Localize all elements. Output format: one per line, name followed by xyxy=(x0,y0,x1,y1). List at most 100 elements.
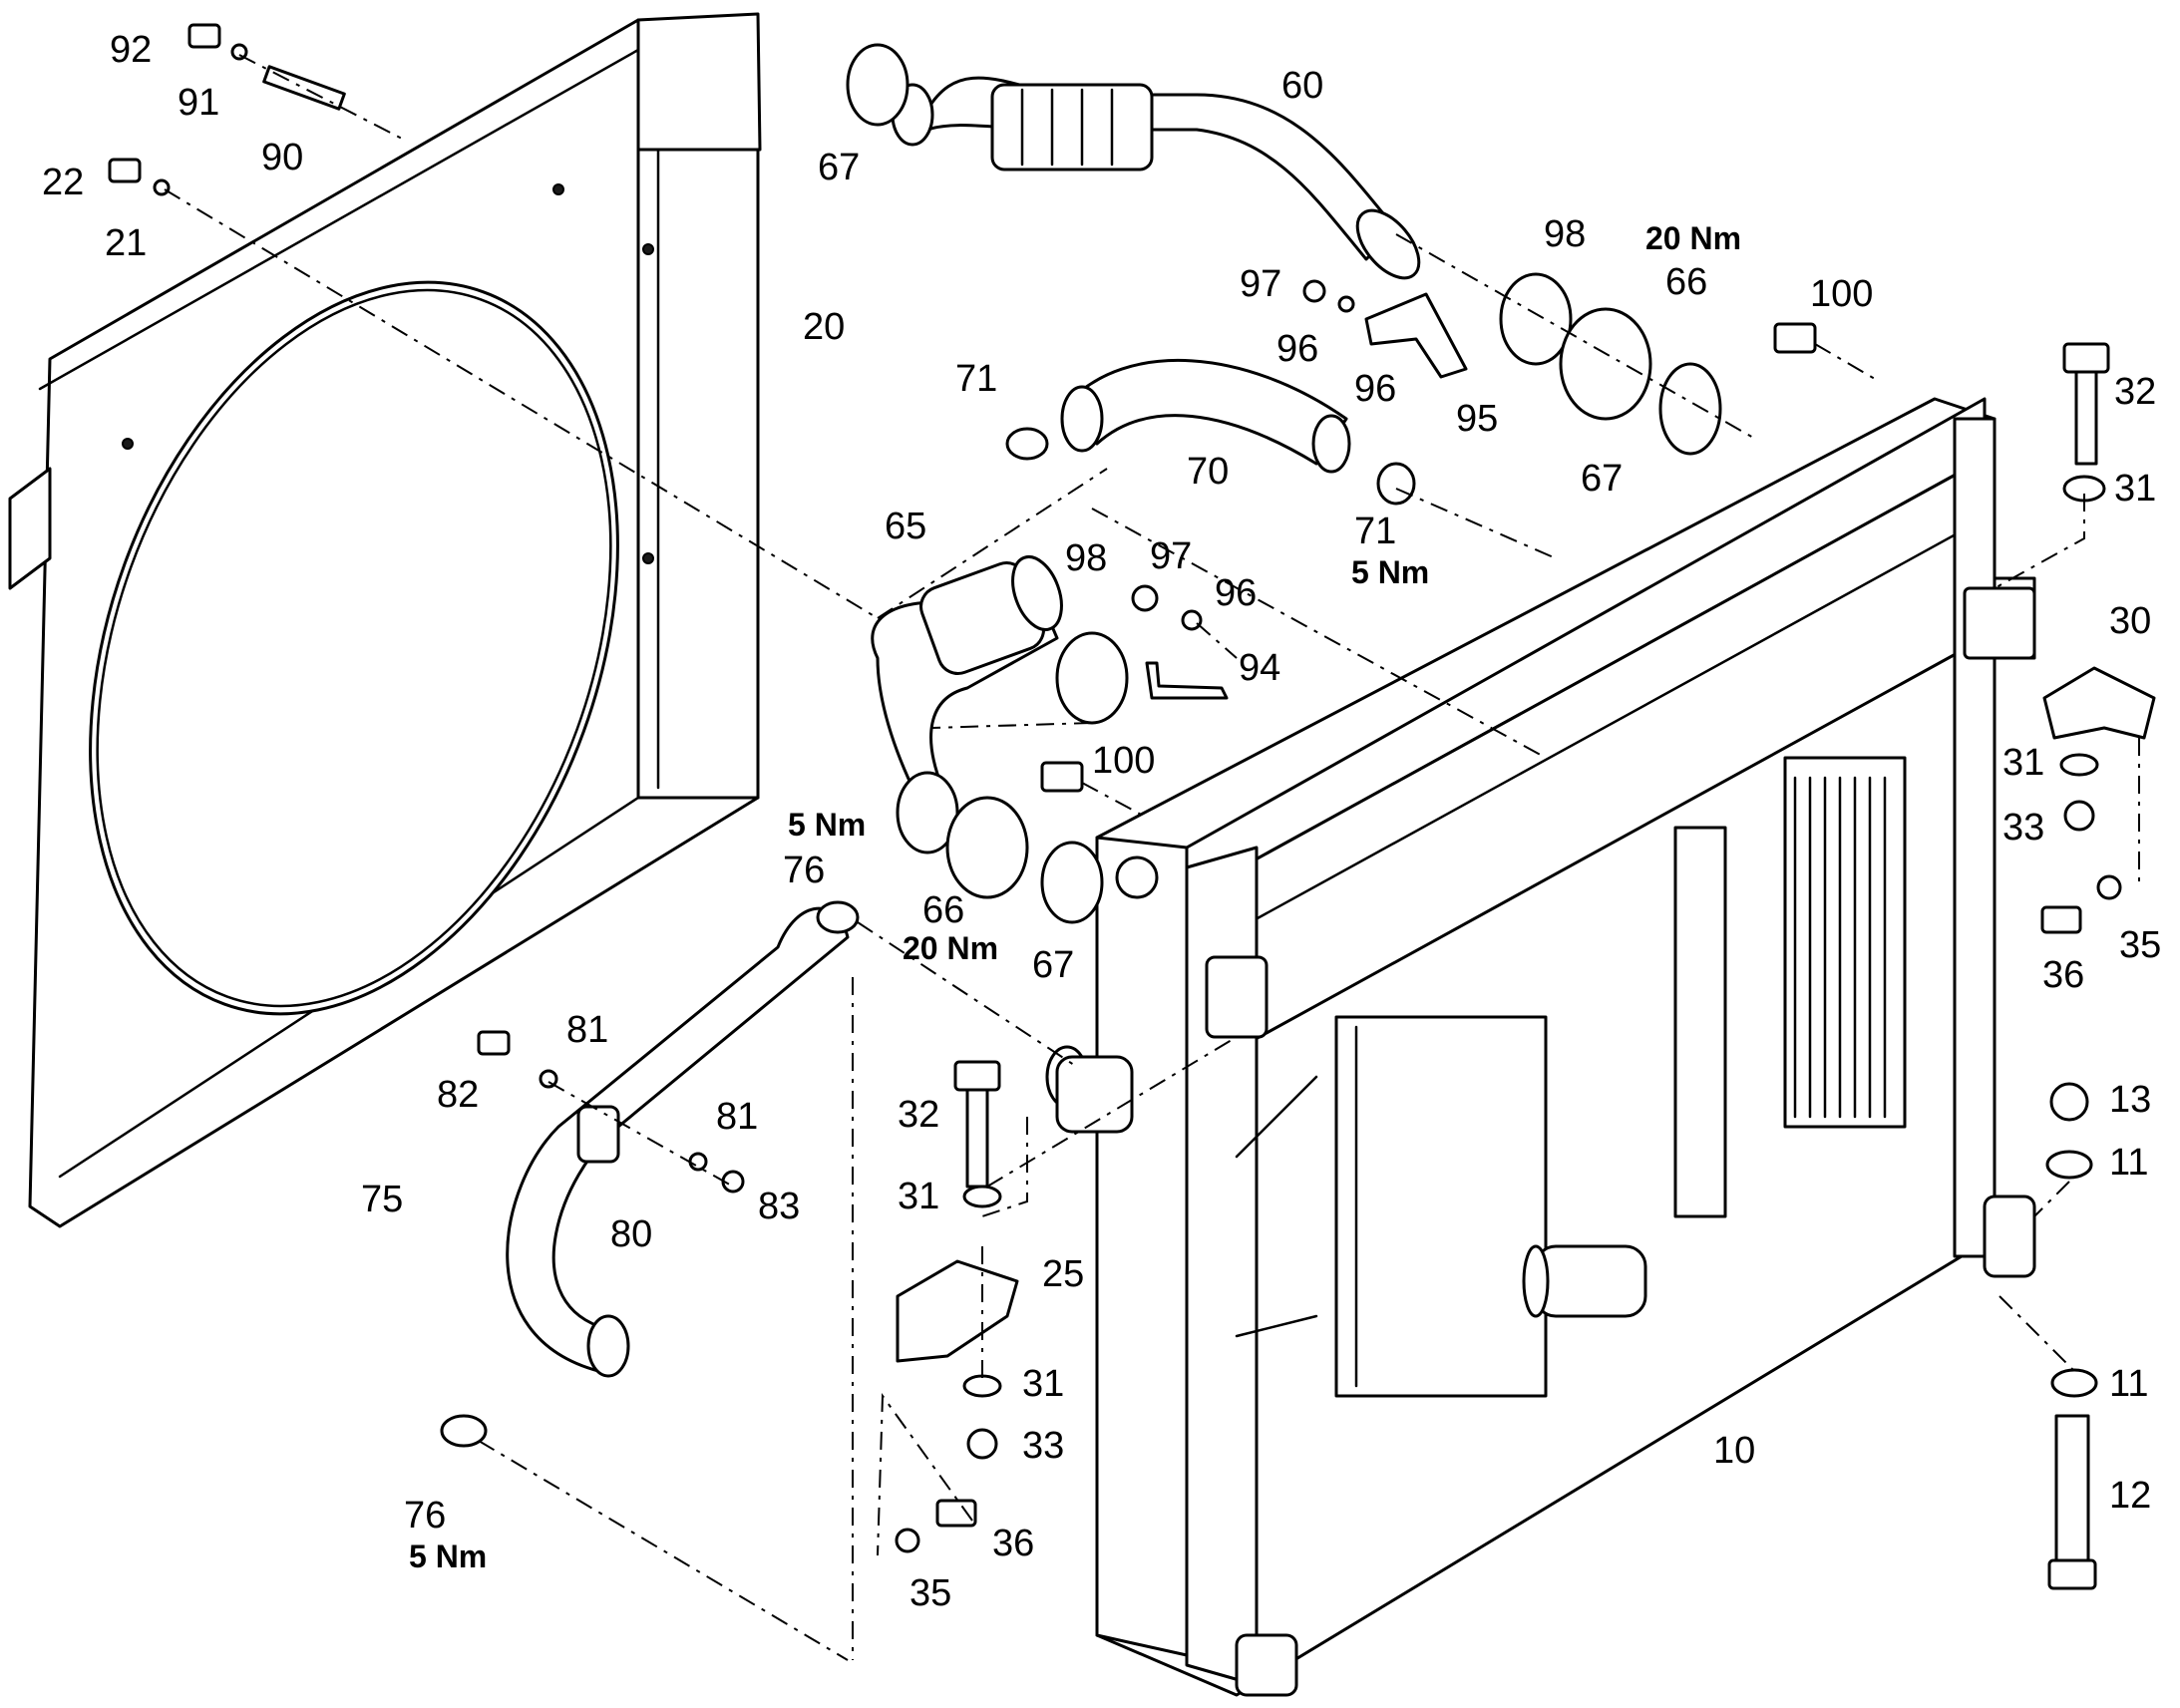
callout-31-lower: 31 xyxy=(1022,1363,1064,1405)
callout-31-right-lower: 31 xyxy=(2002,742,2044,784)
bolt-36-left xyxy=(935,1499,977,1528)
washer-35-left xyxy=(895,1528,920,1553)
clamp-66-top xyxy=(1559,307,1652,421)
callout-22: 22 xyxy=(42,162,84,203)
bolt-32-left xyxy=(965,1075,989,1189)
torque-20nm-top: 20 Nm xyxy=(1645,220,1741,256)
oil-cooler-fins xyxy=(1793,776,1887,1119)
clamp-66-mid xyxy=(945,796,1029,899)
callout-92: 92 xyxy=(110,29,152,71)
bracket-30 xyxy=(2042,666,2156,740)
sensor-100-top xyxy=(1773,322,1817,354)
callout-96-top-right: 96 xyxy=(1354,368,1396,410)
callout-33-left: 33 xyxy=(1022,1425,1064,1467)
torque-5nm-76: 5 Nm xyxy=(788,807,866,843)
callout-67-mid: 67 xyxy=(1032,944,1074,986)
callout-25: 25 xyxy=(1042,1253,1084,1295)
callout-36-left: 36 xyxy=(992,1523,1034,1564)
callout-98-top: 98 xyxy=(1544,213,1586,255)
washer-31-lower xyxy=(962,1374,1002,1398)
callout-65: 65 xyxy=(885,506,926,547)
nut-33-right xyxy=(2063,800,2095,832)
callout-97-mid: 97 xyxy=(1150,535,1192,577)
clamp-98-top xyxy=(1499,272,1573,366)
callout-67-right: 67 xyxy=(1581,458,1623,500)
bracket-95 xyxy=(1364,292,1468,379)
callout-31-right: 31 xyxy=(2114,468,2156,510)
callout-91: 91 xyxy=(178,82,219,124)
callout-81-bottom: 81 xyxy=(716,1096,758,1138)
o-ring-67-right xyxy=(1658,362,1722,456)
callout-70: 70 xyxy=(1187,451,1229,493)
nut-13 xyxy=(2049,1082,2089,1122)
fan-shroud xyxy=(8,12,762,1228)
callout-67-top: 67 xyxy=(818,147,860,188)
washer-96-top xyxy=(1337,295,1355,313)
callout-60: 60 xyxy=(1281,65,1323,107)
torque-5nm-71: 5 Nm xyxy=(1351,554,1429,590)
callout-71-right: 71 xyxy=(1354,511,1396,552)
callout-100-mid: 100 xyxy=(1092,740,1155,782)
o-ring-67-mid xyxy=(1040,841,1104,924)
sensor-100-mid xyxy=(1040,761,1084,793)
torque-5nm-bottom: 5 Nm xyxy=(409,1538,487,1574)
fasteners xyxy=(108,23,2156,1590)
bolt-36-right xyxy=(2040,905,2082,934)
callout-11-top: 11 xyxy=(2109,1142,2148,1184)
callout-30: 30 xyxy=(2109,600,2151,642)
bolt-92 xyxy=(187,23,221,49)
callout-labels: 92 91 90 22 21 20 67 60 98 97 96 96 95 2… xyxy=(42,29,2161,1614)
callout-75: 75 xyxy=(361,1179,403,1220)
washer-81-top xyxy=(539,1069,558,1089)
callout-100-top: 100 xyxy=(1810,273,1873,315)
callout-33-right: 33 xyxy=(2002,807,2044,849)
callout-83: 83 xyxy=(758,1186,800,1227)
bolt-82 xyxy=(477,1030,511,1056)
washer-21 xyxy=(153,178,171,196)
callout-21: 21 xyxy=(105,222,147,264)
clamp-80 xyxy=(576,1105,620,1164)
nut-97-top xyxy=(1302,279,1326,303)
callout-11-bottom: 11 xyxy=(2109,1363,2148,1405)
bracket-25 xyxy=(896,1259,1019,1363)
callout-10: 10 xyxy=(1713,1430,1755,1472)
washer-31-right-lower xyxy=(2059,753,2099,777)
washer-11-bottom xyxy=(2050,1368,2098,1398)
bracket-94 xyxy=(1145,661,1229,700)
callout-96-top-left: 96 xyxy=(1276,328,1318,370)
nut-33-left xyxy=(966,1428,998,1460)
washer-31-left xyxy=(962,1185,1002,1208)
hose-70 xyxy=(1060,359,1351,474)
callout-35-left: 35 xyxy=(909,1572,951,1614)
callout-76-bottom: 76 xyxy=(404,1495,446,1537)
callout-71-left: 71 xyxy=(955,358,997,400)
hose-65 xyxy=(871,555,1063,854)
washer-11-top xyxy=(2045,1150,2093,1180)
nut-97-mid xyxy=(1131,584,1159,612)
callout-80: 80 xyxy=(610,1213,652,1255)
callout-82: 82 xyxy=(437,1074,479,1116)
callout-12: 12 xyxy=(2109,1475,2151,1517)
callout-32-right: 32 xyxy=(2114,371,2156,413)
callout-76-top: 76 xyxy=(783,850,825,891)
clamp-71-left xyxy=(1005,427,1049,461)
washer-35-right xyxy=(2096,874,2122,900)
assembly-leader-lines xyxy=(164,54,2140,1661)
callout-66-mid: 66 xyxy=(922,889,964,931)
clamps xyxy=(440,272,1722,1448)
clamp-76-bottom xyxy=(440,1414,488,1448)
callout-13: 13 xyxy=(2109,1079,2151,1121)
clamp-71-right xyxy=(1376,462,1416,506)
bolt-32-head xyxy=(2062,342,2110,374)
bolt-12 xyxy=(2054,1414,2090,1567)
o-ring-67-top xyxy=(846,43,909,127)
callout-35-right: 35 xyxy=(2119,924,2161,966)
callout-97-top: 97 xyxy=(1240,263,1281,305)
callout-20: 20 xyxy=(803,306,845,348)
bolt-32-left-head xyxy=(953,1060,1001,1092)
callout-90: 90 xyxy=(261,137,303,178)
clamp-76-top xyxy=(816,900,860,934)
callout-31-left: 31 xyxy=(898,1176,939,1217)
upper-hose-60 xyxy=(891,76,1421,280)
